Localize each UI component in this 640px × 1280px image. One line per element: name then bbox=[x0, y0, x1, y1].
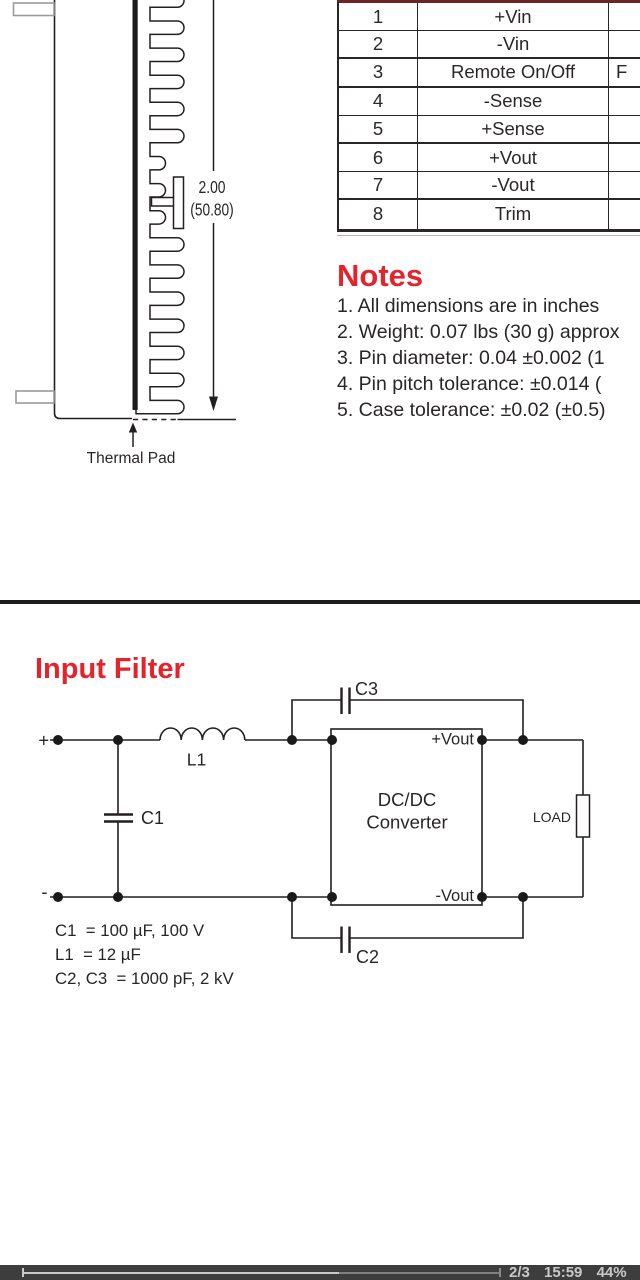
legend-item: C1 = 100 µF, 100 V bbox=[55, 921, 205, 940]
input-filter-title: Input Filter bbox=[35, 653, 185, 685]
thermal-interface-bar bbox=[132, 0, 138, 410]
table-row: 4 -Sense bbox=[339, 87, 640, 116]
pin-bottom bbox=[15, 390, 55, 404]
note-item: 3. Pin diameter: 0.04 ±0.002 (1 bbox=[337, 347, 605, 369]
pin-name: -Sense bbox=[418, 87, 609, 115]
note-item: 5. Case tolerance: ±0.02 (±0.5) bbox=[337, 399, 606, 421]
table-row: 7 -Vout bbox=[339, 172, 640, 201]
pin-number: 5 bbox=[339, 115, 418, 142]
vout-pos-label: +Vout bbox=[431, 731, 474, 749]
pin-extra bbox=[609, 200, 640, 228]
table-row: 5 +Sense bbox=[339, 115, 640, 144]
pin-name: +Sense bbox=[418, 115, 609, 142]
pin-number: 2 bbox=[339, 31, 418, 58]
capacitor-C3-plates bbox=[340, 687, 351, 714]
dimension-mm: (50.80) bbox=[190, 200, 234, 220]
label-C2: C2 bbox=[356, 947, 379, 967]
pin-name: Remote On/Off bbox=[418, 59, 609, 86]
fin-tab-stem bbox=[150, 196, 175, 207]
capacitor-C1-plates bbox=[104, 813, 133, 823]
status-bar: 2/3 15:59 44% bbox=[0, 1265, 640, 1280]
circuit-wires bbox=[50, 739, 583, 898]
scrubber-end-tick bbox=[499, 1268, 501, 1277]
legend-item: L1 = 12 µF bbox=[55, 945, 141, 964]
component-legend: C1 = 100 µF, 100 V L1 = 12 µF C2, C3 = 1… bbox=[55, 919, 234, 991]
input-plus-label: + bbox=[38, 730, 49, 751]
heatsink-fins bbox=[135, 0, 185, 415]
notes-title: Notes bbox=[337, 258, 424, 293]
table-row: 8 Trim bbox=[339, 200, 640, 229]
pin-name: +Vin bbox=[418, 3, 609, 31]
capacitor-C2-wires bbox=[291, 897, 524, 939]
scrubber-start-tick bbox=[22, 1268, 24, 1277]
table-row: 2 -Vin bbox=[339, 31, 640, 60]
dimension-arrowhead-down bbox=[209, 396, 218, 411]
battery-level: 44% bbox=[596, 1264, 627, 1280]
load-resistor bbox=[575, 794, 591, 838]
pin-extra bbox=[609, 3, 640, 30]
capacitor-C2-plates bbox=[340, 926, 351, 953]
junction-dots bbox=[53, 735, 528, 902]
table-row: 6 +Vout bbox=[339, 143, 640, 173]
legend-item: C2, C3 = 1000 pF, 2 kV bbox=[55, 969, 234, 988]
pin-number: 1 bbox=[339, 3, 418, 31]
pin-name: +Vout bbox=[418, 143, 609, 172]
pin-number: 7 bbox=[339, 172, 418, 199]
clock: 15:59 bbox=[544, 1264, 583, 1280]
table-underline bbox=[337, 234, 640, 237]
load-label: LOAD bbox=[533, 809, 571, 825]
pin-extra bbox=[609, 172, 640, 198]
input-filter-schematic: + - L1 C1 C3 C2 DC/DC Converter +Vout -V… bbox=[38, 679, 591, 967]
inductor-L1 bbox=[159, 727, 246, 741]
page-indicator: 2/3 bbox=[509, 1264, 530, 1280]
pin-number: 6 bbox=[339, 143, 418, 172]
page-divider bbox=[0, 600, 640, 604]
dcdc-label-line1: DC/DC bbox=[378, 789, 437, 810]
pin-name: -Vin bbox=[418, 31, 609, 58]
status-text: 2/3 15:59 44% bbox=[509, 1265, 627, 1280]
pin-number: 4 bbox=[339, 87, 418, 115]
scrubber-progress[interactable] bbox=[23, 1271, 339, 1274]
table-row: 1 +Vin bbox=[339, 3, 640, 32]
thermal-pad-arrowhead bbox=[128, 422, 138, 433]
heatsink-drawing: 2.00 (50.80) Thermal Pad bbox=[12, 0, 236, 467]
label-C3: C3 bbox=[355, 679, 378, 699]
capacitor-C3-wires bbox=[291, 699, 524, 740]
input-minus-label: - bbox=[41, 881, 47, 902]
pin-name: -Vout bbox=[418, 172, 609, 199]
fin-tab bbox=[172, 176, 185, 230]
label-L1: L1 bbox=[187, 750, 206, 770]
scrubber-remaining[interactable] bbox=[339, 1271, 499, 1274]
pin-top bbox=[12, 2, 55, 17]
note-item: 1. All dimensions are in inches bbox=[337, 295, 600, 317]
pin-function-table: 1 +Vin 2 -Vin 3 Remote On/Off F 4 -Sense… bbox=[337, 0, 640, 232]
dcdc-converter-box bbox=[330, 728, 483, 906]
note-item: 4. Pin pitch tolerance: ±0.014 ( bbox=[337, 373, 602, 395]
vout-neg-label: -Vout bbox=[435, 887, 474, 905]
pin-number: 8 bbox=[339, 200, 418, 229]
pin-number: 3 bbox=[339, 59, 418, 86]
dimension-value: 2.00 bbox=[199, 177, 226, 197]
table-row: 3 Remote On/Off F bbox=[339, 59, 640, 88]
pin-extra bbox=[609, 88, 640, 115]
note-item: 2. Weight: 0.07 lbs (30 g) approx bbox=[337, 321, 620, 343]
pin-extra bbox=[609, 144, 640, 171]
pin-name: Trim bbox=[418, 200, 609, 229]
label-C1: C1 bbox=[141, 808, 164, 828]
pin-extra: F bbox=[616, 61, 628, 83]
converter-body bbox=[55, 0, 132, 418]
converter-body-outline bbox=[53, 0, 132, 420]
pin-extra bbox=[609, 116, 640, 142]
notes-list: 1. All dimensions are in inches 2. Weigh… bbox=[337, 293, 620, 423]
pin-extra bbox=[609, 31, 640, 57]
dcdc-label-line2: Converter bbox=[366, 812, 447, 833]
thermal-pad-label: Thermal Pad bbox=[87, 450, 176, 467]
